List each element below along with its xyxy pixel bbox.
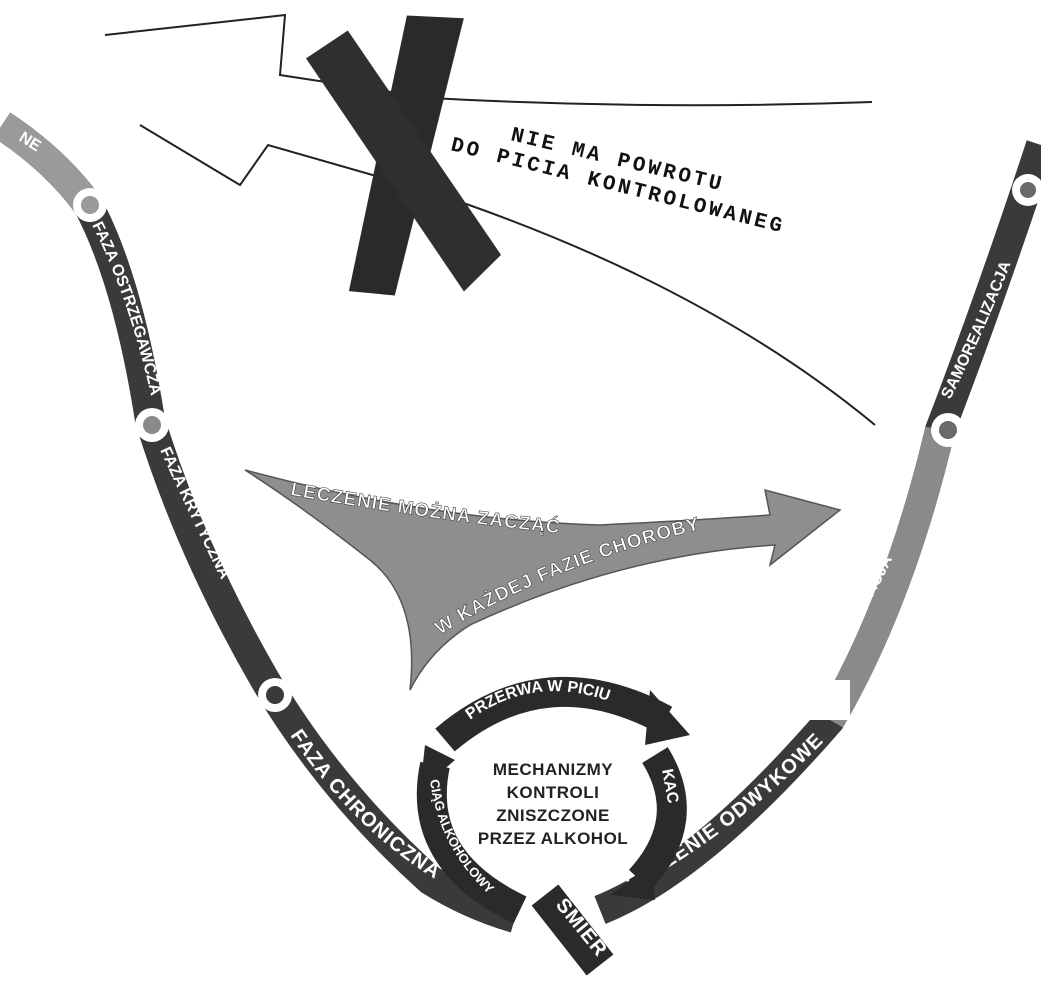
cycle-binge-arc: [416, 761, 527, 924]
cycle-arrowheads: [420, 690, 690, 900]
death-band: [531, 884, 614, 976]
center-line-1: MECHANIZMY: [493, 760, 613, 779]
cycle-hangover-label: KAC: [658, 768, 681, 806]
right-node-gap: [790, 680, 850, 720]
left-phase-band: [0, 112, 520, 933]
center-line-4: PRZEZ ALKOHOL: [478, 829, 628, 848]
self-realization-label: SAMOREALIZACJA: [938, 258, 1014, 401]
right-recovery-band: [594, 140, 1041, 924]
cross-out-icon: [305, 15, 502, 296]
center-line-3: ZNISZCZONE: [496, 806, 610, 825]
cycle-break-arc: [435, 676, 673, 752]
center-line-2: KONTROLI: [507, 783, 600, 802]
drinking-cycle: [416, 676, 687, 924]
cycle-hangover-arc: [628, 747, 687, 891]
treatment-arrow: [244, 469, 842, 691]
cycle-center-text: MECHANIZMY KONTROLI ZNISZCZONE PRZEZ ALK…: [478, 760, 628, 848]
